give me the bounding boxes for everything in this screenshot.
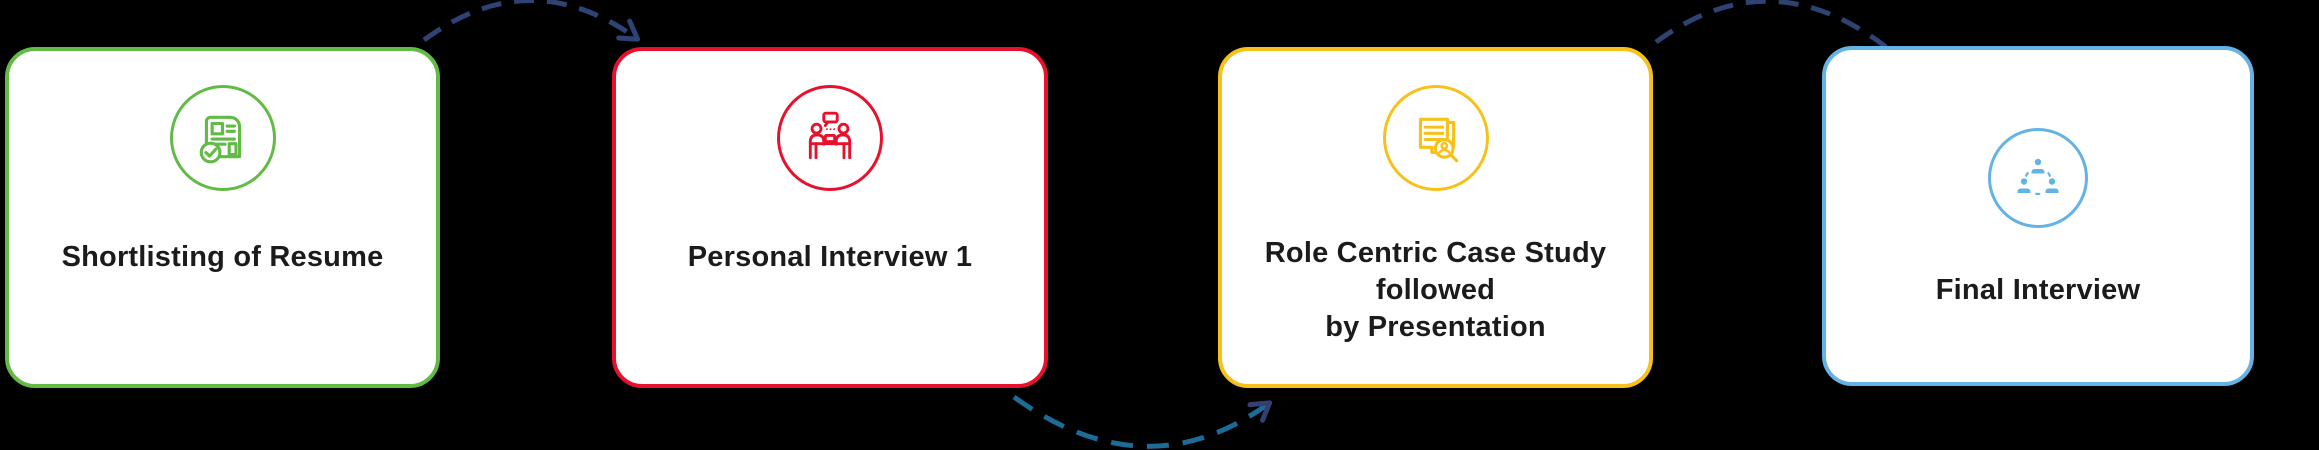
step4-label: Final Interview xyxy=(1935,274,2141,306)
step3-icon-circle xyxy=(1382,85,1489,191)
step2-icon-circle xyxy=(777,85,883,191)
step4-icon-circle xyxy=(1988,128,2088,228)
step-card-shortlisting-of-resume: Shortlisting of Resume xyxy=(5,47,440,388)
step2-label: Personal Interview 1 xyxy=(687,241,973,273)
connector-step3-step4 xyxy=(1654,0,1888,49)
step-card-role-centric-case-study: Role Centric Case Study followed by Pres… xyxy=(1218,47,1653,388)
step3-label: Role Centric Case Study followed by Pres… xyxy=(1222,235,1649,346)
step-card-final-interview: Final Interview xyxy=(1822,46,2254,386)
connector-step1-step2 xyxy=(422,0,641,43)
connector-step2-step3 xyxy=(1012,394,1273,449)
interview-table-icon xyxy=(808,111,852,160)
step3-label-line1: Role Centric Case Study followed xyxy=(1264,237,1607,306)
step-card-personal-interview-1: Personal Interview 1 xyxy=(612,47,1048,388)
step3-label-line2: by Presentation xyxy=(1325,311,1546,343)
step1-icon-circle xyxy=(169,85,276,191)
step1-label: Shortlisting of Resume xyxy=(61,241,384,273)
case-study-search-icon xyxy=(1418,117,1458,163)
resume-check-icon xyxy=(199,115,241,164)
panel-network-icon xyxy=(2015,156,2061,196)
